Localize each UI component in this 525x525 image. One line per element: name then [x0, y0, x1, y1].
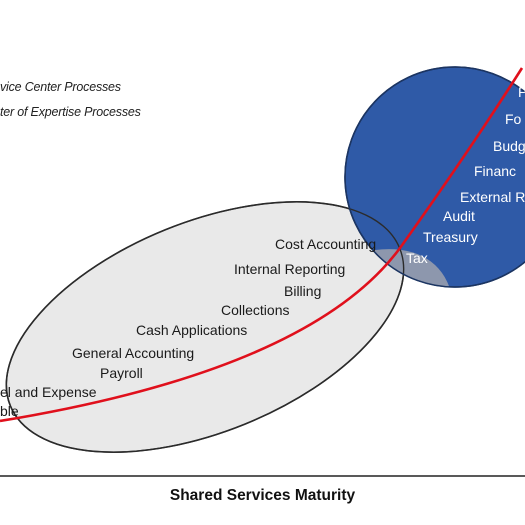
service-process-label: Payroll [100, 365, 143, 381]
legend-center-of-expertise: ter of Expertise Processes [0, 105, 141, 119]
service-process-label: Cost Accounting [275, 236, 376, 252]
expertise-process-label: Audit [443, 208, 475, 224]
center-of-expertise-ellipse-outline [344, 66, 525, 288]
maturity-curve [0, 67, 524, 423]
expertise-process-label: Financ [474, 163, 516, 179]
service-process-label: Collections [221, 302, 289, 318]
expertise-process-labels: P Fo Budg Financ External R Audit Treasu… [406, 84, 525, 266]
expertise-process-label: P [518, 84, 525, 100]
service-process-label: Internal Reporting [234, 261, 345, 277]
service-process-labels: Cost Accounting Internal Reporting Billi… [0, 236, 376, 419]
service-process-label: General Accounting [72, 345, 194, 361]
service-process-label: Cash Applications [136, 322, 247, 338]
service-process-label: Billing [284, 283, 321, 299]
expertise-process-label: External R [460, 189, 525, 205]
x-axis-label: Shared Services Maturity [169, 487, 356, 504]
service-process-label: ble [0, 403, 19, 419]
expertise-process-label: Tax [406, 250, 428, 266]
expertise-process-label: Budg [493, 138, 525, 154]
service-process-label: el and Expense [0, 384, 97, 400]
expertise-process-label: Treasury [423, 229, 478, 245]
legend-service-center: vice Center Processes [0, 80, 121, 94]
expertise-process-label: Fo [505, 111, 522, 127]
